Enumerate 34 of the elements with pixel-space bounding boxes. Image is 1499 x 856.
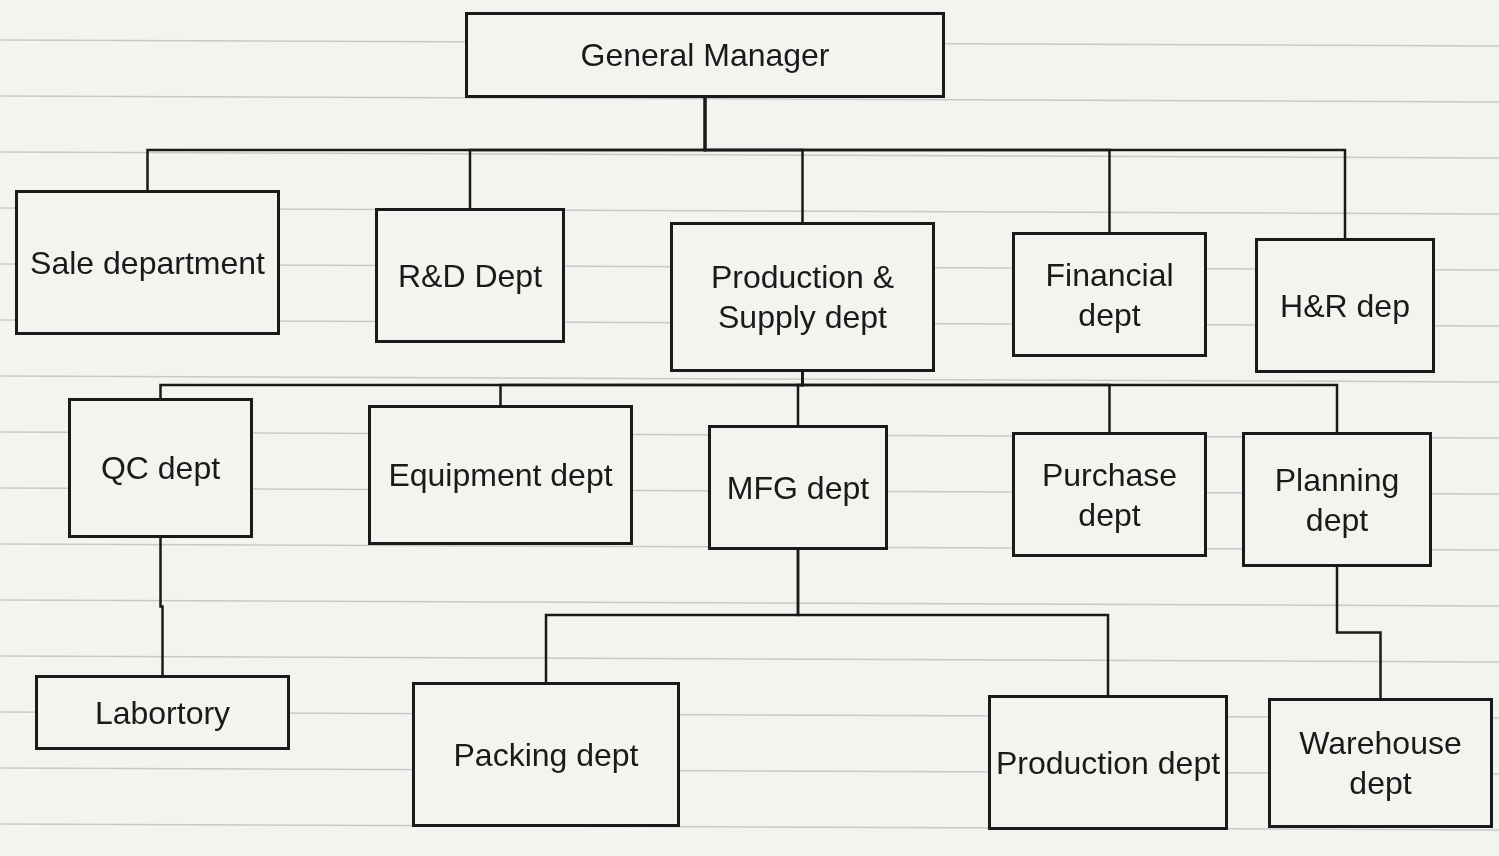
department-name: H&R dep	[1280, 286, 1410, 326]
connector-line	[796, 550, 1110, 695]
connector-line	[159, 538, 164, 675]
department-name: R&D Dept	[397, 256, 542, 296]
department-box	[708, 425, 888, 550]
department-name: Warehouse dept	[1298, 724, 1463, 803]
department-box	[670, 222, 935, 372]
department-box	[68, 398, 253, 538]
department-name: General Manager	[580, 36, 830, 75]
department-name: Production & Supply dept	[709, 258, 896, 337]
department-box	[1242, 432, 1432, 567]
department-box	[15, 190, 280, 335]
connector-line	[703, 98, 1347, 238]
department-name: Purchase dept	[1040, 455, 1179, 535]
department-name: MFG dept	[726, 468, 870, 508]
department-box	[988, 695, 1228, 830]
connector-line	[1335, 567, 1382, 698]
department-name: Equipment dept	[388, 456, 613, 495]
department-name: Production dept	[995, 743, 1221, 783]
department-box	[1255, 238, 1435, 373]
department-box	[1268, 698, 1493, 828]
department-box	[465, 12, 945, 98]
department-name: Planning dept	[1273, 460, 1401, 540]
department-box	[1012, 432, 1207, 557]
department-name: Labortory	[94, 693, 231, 733]
department-box	[35, 675, 290, 750]
department-box	[1012, 232, 1207, 357]
department-box	[375, 208, 565, 343]
department-box	[412, 682, 680, 827]
department-name: Financial dept	[1044, 255, 1175, 335]
department-box	[368, 405, 633, 545]
department-name: Sale department	[30, 243, 265, 283]
department-name: QC dept	[100, 449, 221, 488]
department-name: Packing dept	[453, 735, 639, 775]
